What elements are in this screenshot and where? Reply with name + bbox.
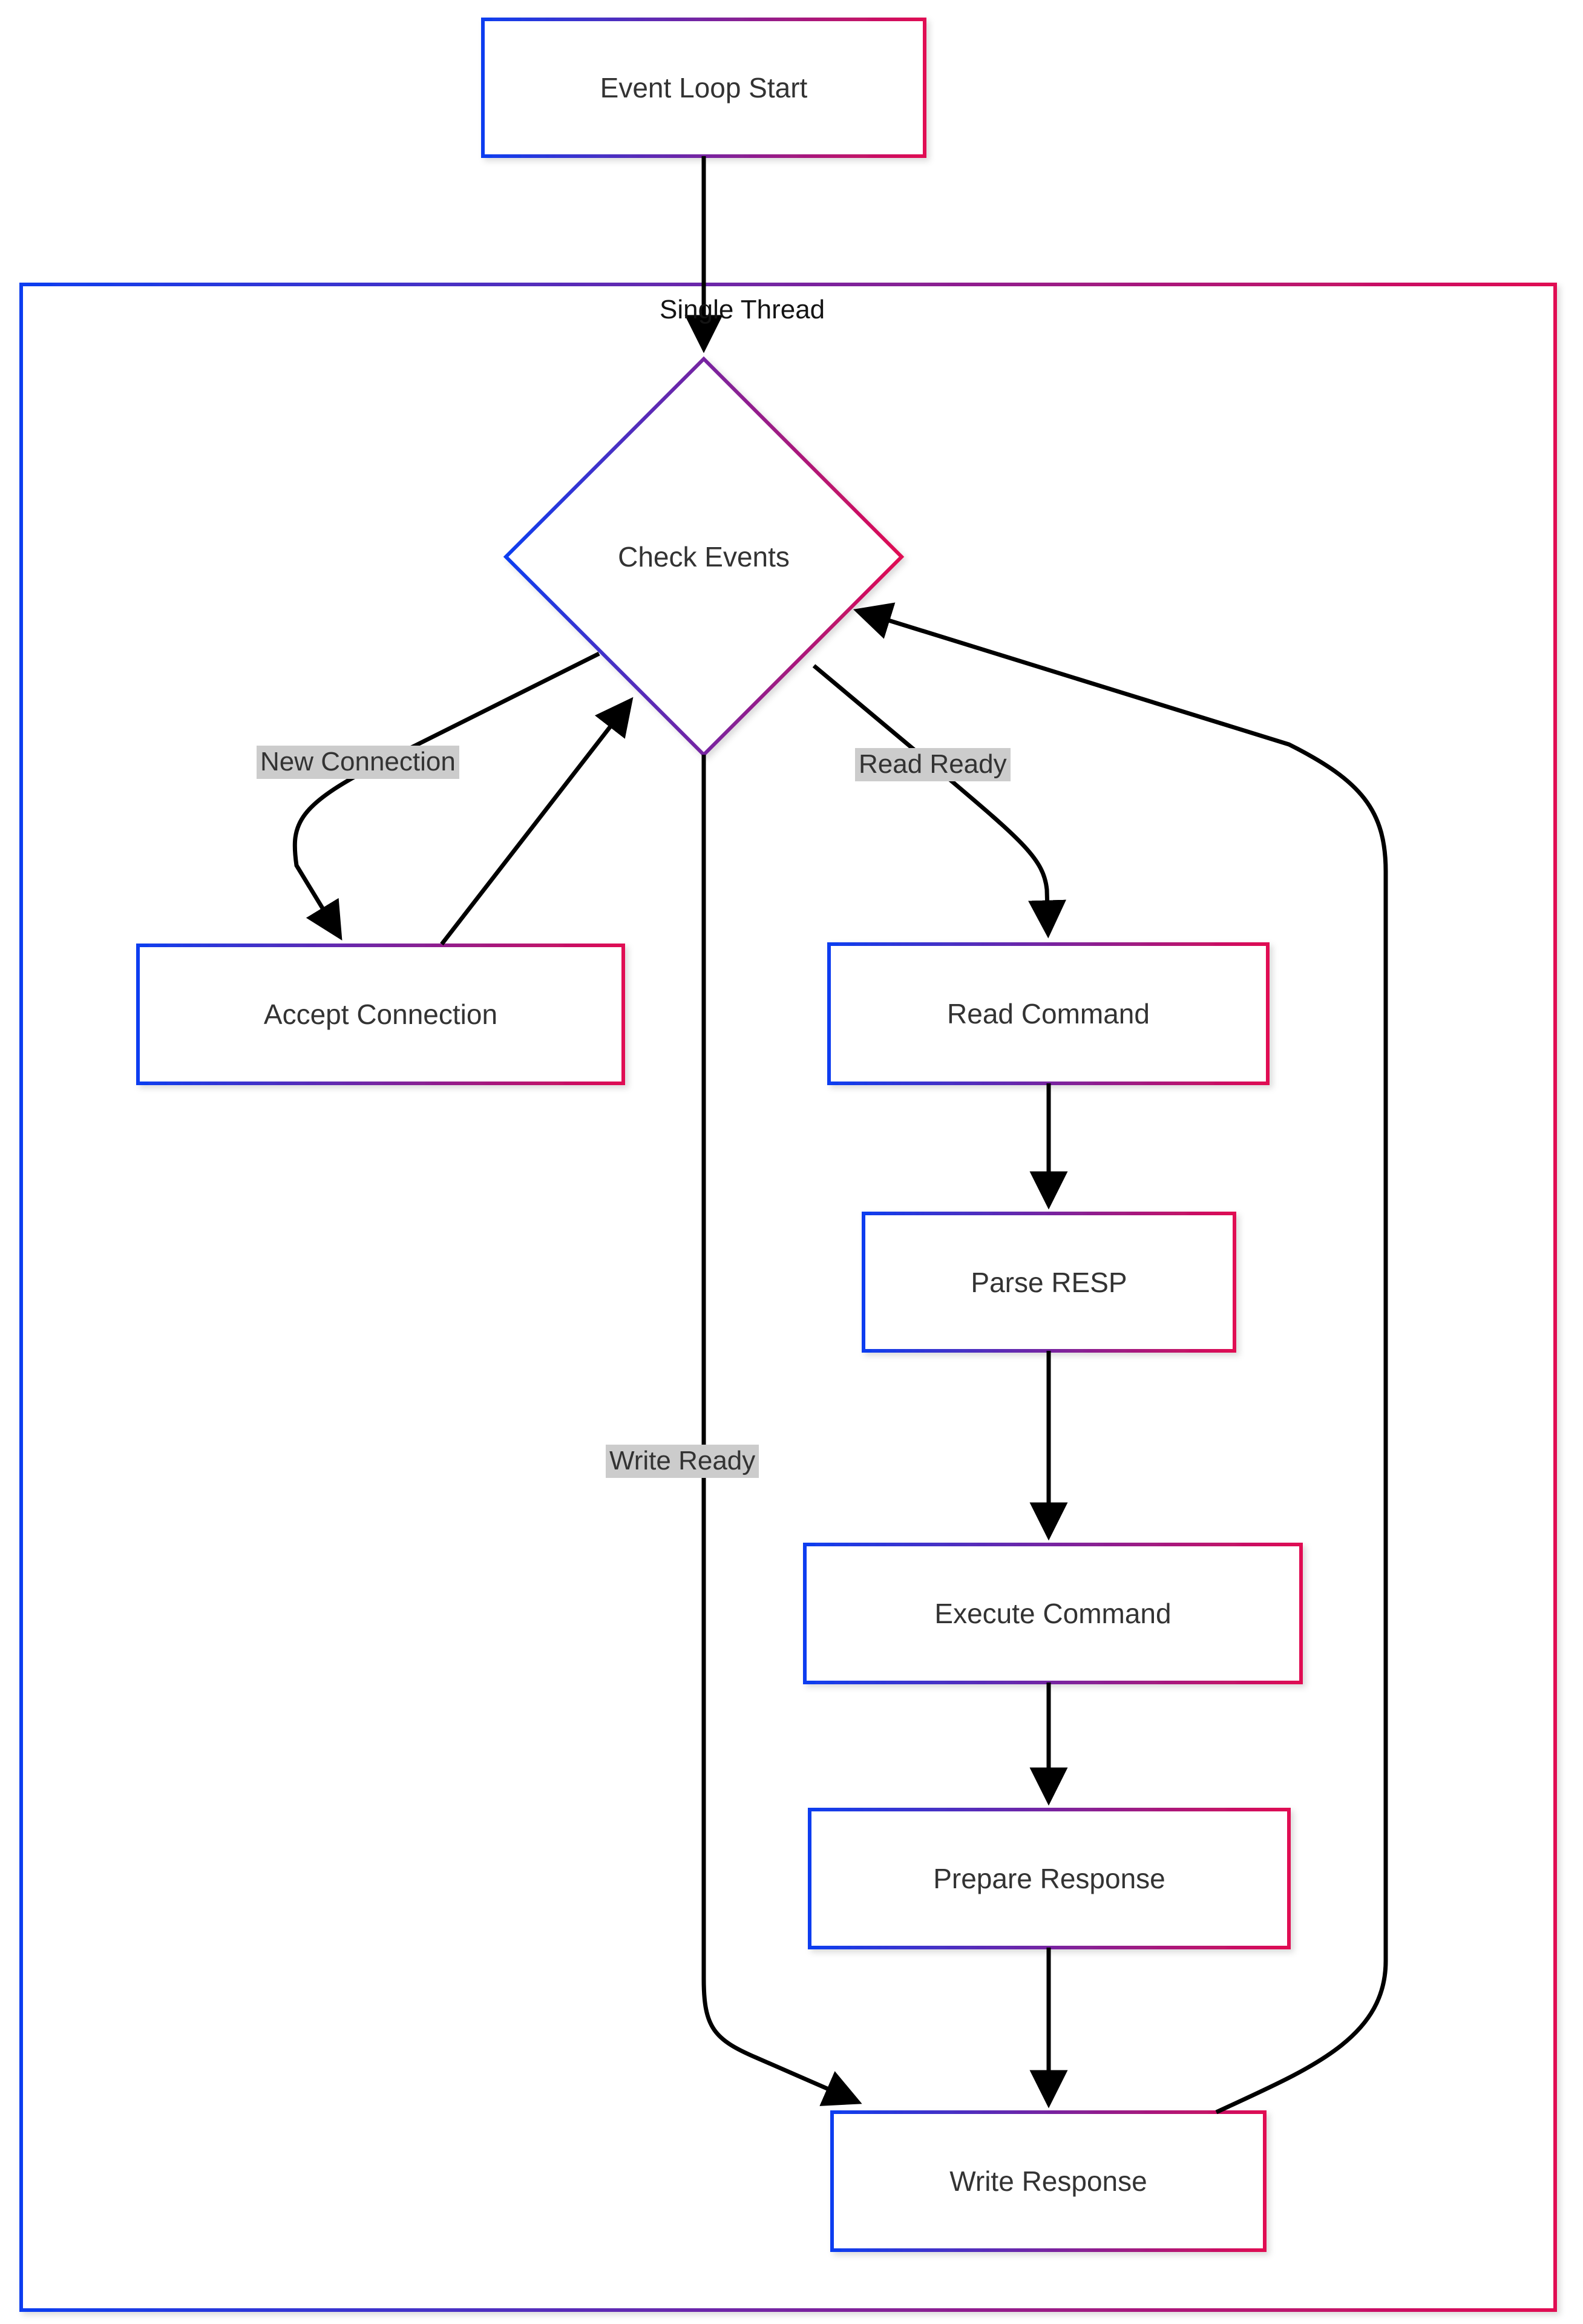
cluster-label-single-thread: Single Thread (660, 295, 825, 324)
edge-accept-to-check (440, 697, 634, 946)
node-execute-command-shape[interactable] (803, 1543, 1303, 1684)
node-read-command-shape[interactable] (827, 942, 1270, 1085)
edge-check-to-write (701, 755, 862, 2106)
node-parse-resp-shape[interactable] (862, 1212, 1236, 1353)
node-accept-connection-shape[interactable] (136, 944, 625, 1085)
node-prepare-response-shape[interactable] (808, 1808, 1291, 1949)
edge-label-write-ready: Write Ready (606, 1445, 759, 1478)
edge-label-new-connection: New Connection (257, 746, 459, 779)
edge-write-to-check (853, 602, 1388, 2115)
edge-label-read-ready: Read Ready (855, 748, 1011, 781)
node-event-loop-start-shape[interactable] (481, 18, 926, 158)
node-write-response-shape[interactable] (830, 2110, 1267, 2252)
edge-check-to-read (812, 664, 1066, 939)
